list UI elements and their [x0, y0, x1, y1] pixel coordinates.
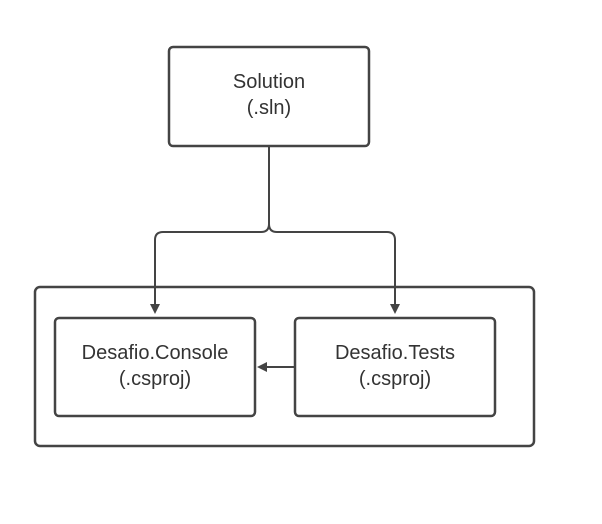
connector-solution-to-tests: [268, 223, 400, 314]
console-project-node[interactable]: Desafio.Console (.csproj): [53, 316, 257, 418]
console-project-extension: (.csproj): [119, 368, 191, 390]
tests-project-box: [293, 316, 497, 418]
tests-project-node[interactable]: Desafio.Tests (.csproj): [293, 316, 497, 418]
console-project-title: Desafio.Console: [82, 342, 229, 364]
tests-project-extension: (.csproj): [359, 368, 431, 390]
solution-node[interactable]: Solution (.sln): [167, 45, 371, 148]
solution-extension: (.sln): [247, 97, 291, 119]
solution-title: Solution: [233, 71, 305, 93]
tests-project-title: Desafio.Tests: [335, 342, 455, 364]
projects-group-container: [33, 285, 536, 448]
console-project-box: [53, 316, 257, 418]
